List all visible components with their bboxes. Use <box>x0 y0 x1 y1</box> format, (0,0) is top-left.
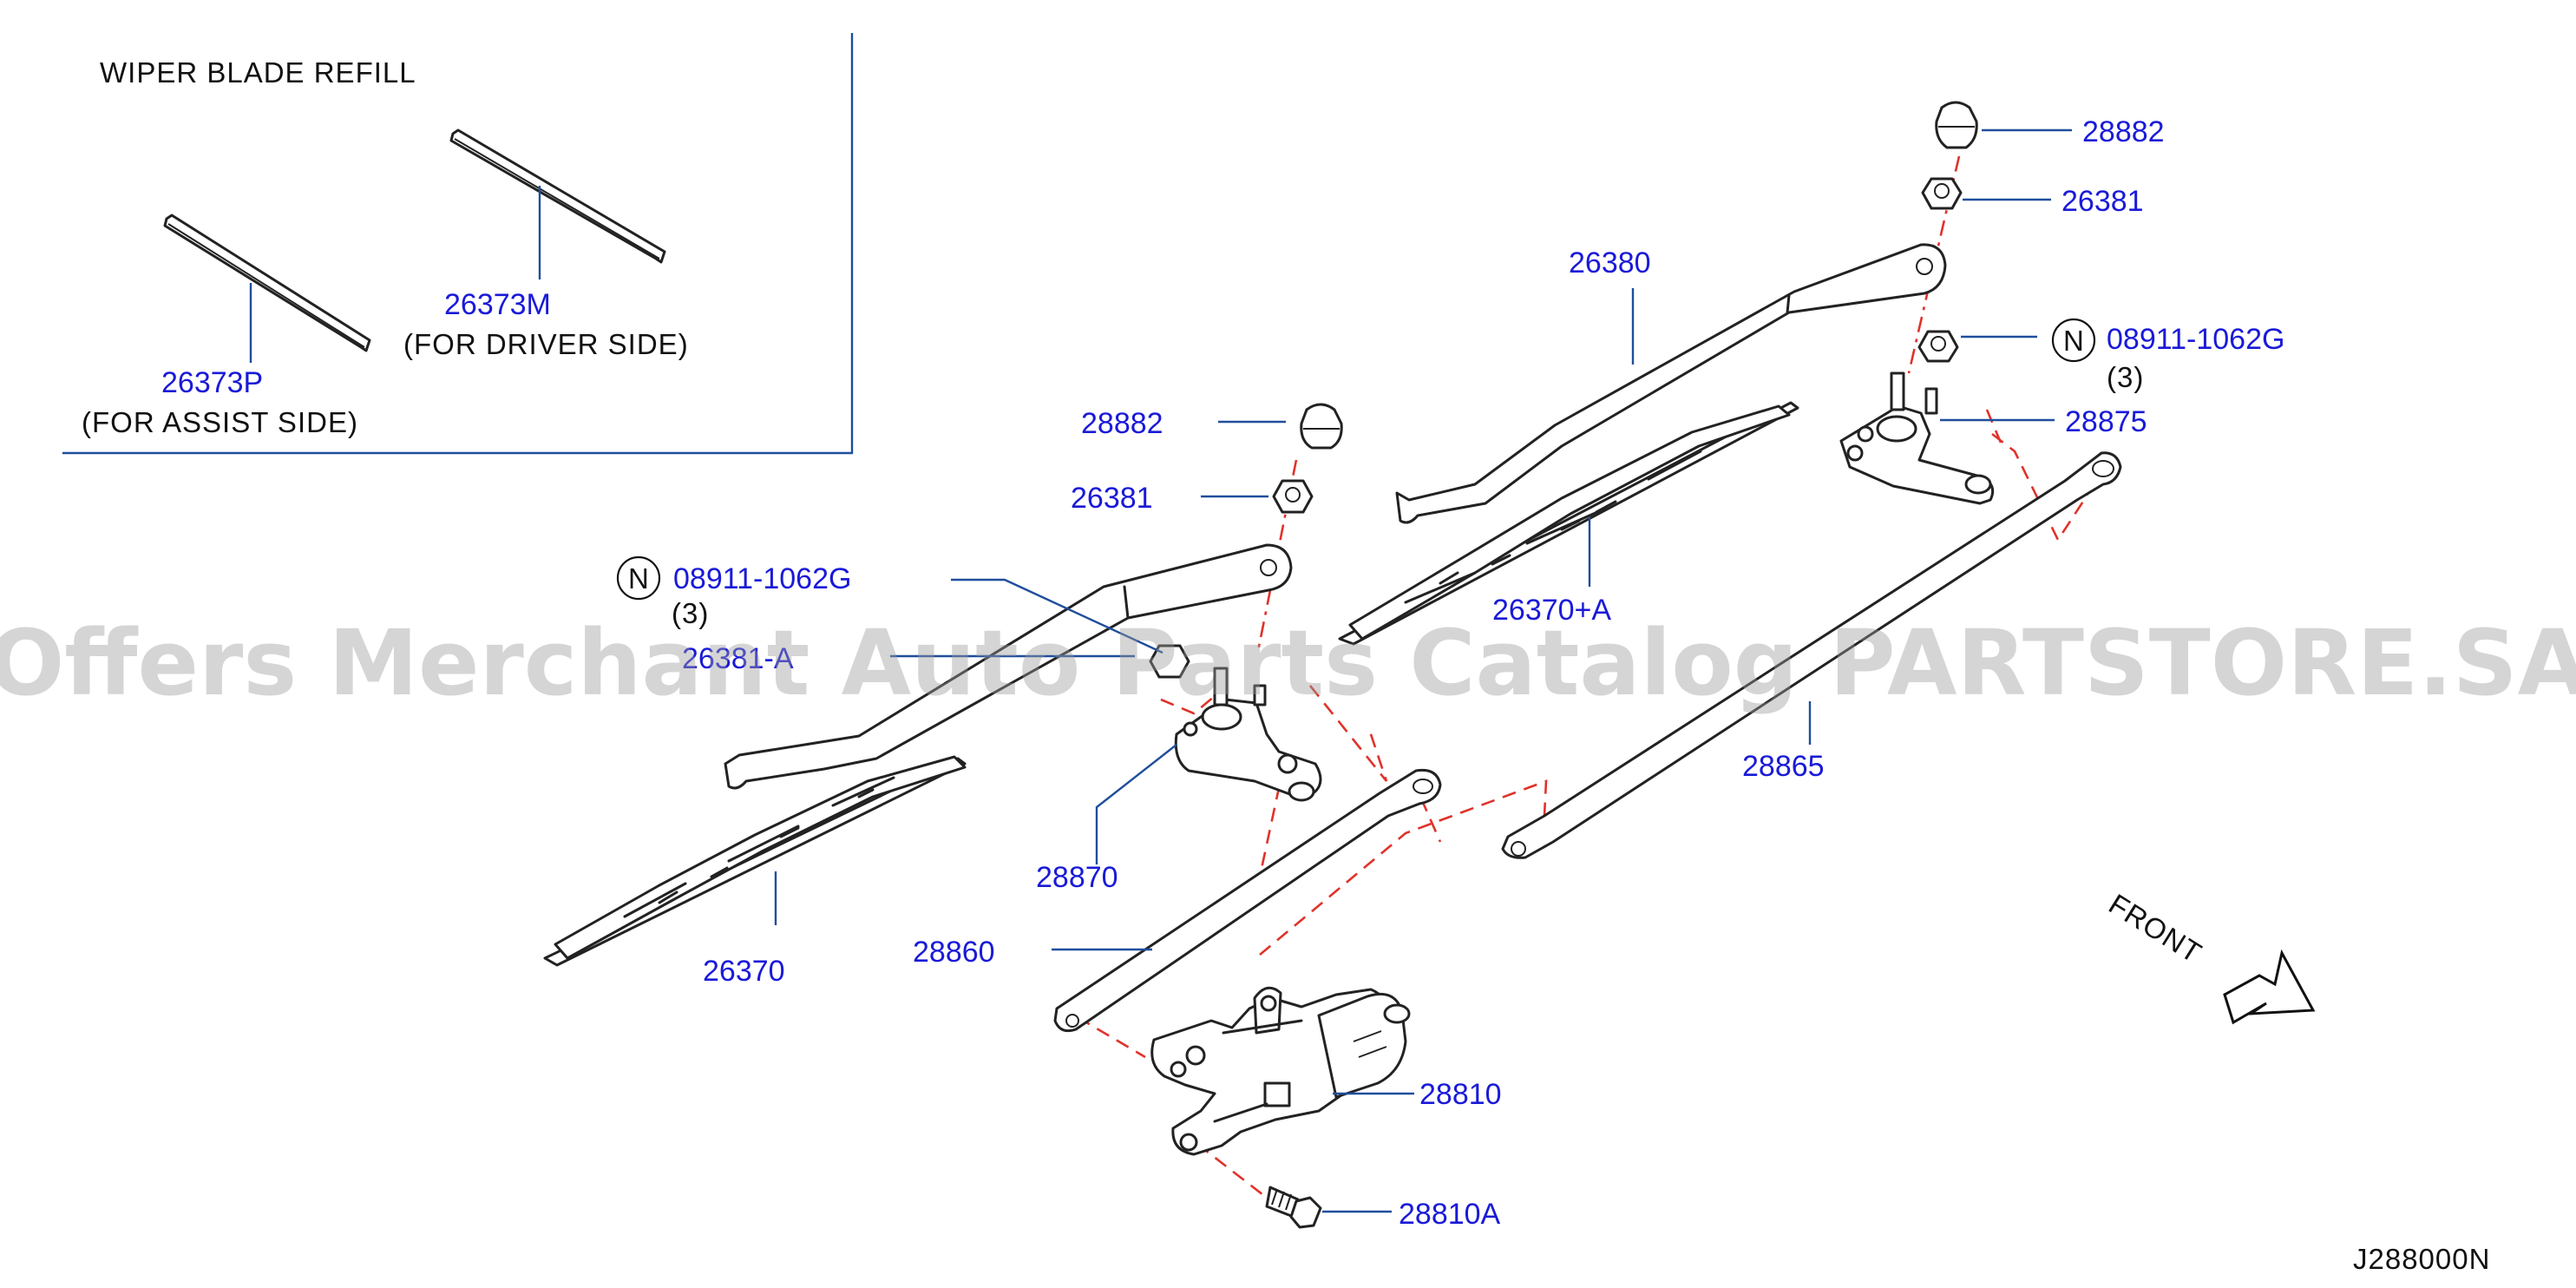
watermark: Offers Merchant Auto Parts Catalog PARTS… <box>0 610 2576 716</box>
n-marker-right <box>2051 318 2096 363</box>
front-label: FRONT <box>2103 888 2207 969</box>
refill-driver-note: (FOR DRIVER SIDE) <box>403 328 689 360</box>
pivot-28875[interactable] <box>1839 371 1995 505</box>
assembly-lines <box>1077 155 2089 1199</box>
refill-inset: WIPER BLADE REFILL 26373M (FOR DRIVER SI… <box>62 33 854 455</box>
nut-08911-right[interactable] <box>1917 330 1959 363</box>
wiper-blade-26370A[interactable] <box>1338 401 1799 646</box>
part-no-08911-left[interactable]: 08911-1062G <box>673 562 851 595</box>
part-no-26370[interactable]: 26370 <box>703 955 785 988</box>
part-no-26373P[interactable]: 26373P <box>161 366 263 399</box>
inset-title: WIPER BLADE REFILL <box>100 56 416 89</box>
cap-28882-right[interactable] <box>1935 101 1978 149</box>
part-no-28865[interactable]: 28865 <box>1742 750 1825 783</box>
part-no-08911-right[interactable]: 08911-1062G <box>2107 323 2284 356</box>
front-indicator: FRONT <box>2103 888 2316 1025</box>
diagram-code: J288000N <box>2353 1243 2490 1275</box>
part-no-28870[interactable]: 28870 <box>1036 861 1118 894</box>
part-no-26370A[interactable]: 26370+A <box>1492 594 1611 627</box>
part-no-26373M[interactable]: 26373M <box>444 288 551 321</box>
part-no-28810A[interactable]: 28810A <box>1399 1198 1501 1231</box>
qty-08911-right: (3) <box>2107 361 2144 393</box>
part-no-28875[interactable]: 28875 <box>2065 405 2147 438</box>
part-no-26381A[interactable]: 26381-A <box>682 642 794 675</box>
refill-assist-note: (FOR ASSIST SIDE) <box>82 406 358 438</box>
wiper-arm-26380[interactable] <box>1395 243 1947 524</box>
front-arrow-icon <box>2223 949 2316 1025</box>
inset-frame <box>62 33 854 455</box>
bolt-28810A[interactable] <box>1265 1186 1322 1229</box>
refill-assist-strip[interactable] <box>163 214 371 352</box>
link-rod-28865[interactable] <box>1501 451 2122 859</box>
part-no-28810[interactable]: 28810 <box>1419 1078 1502 1111</box>
nut-26381-right[interactable] <box>1921 177 1963 210</box>
nut-08911-left[interactable] <box>1149 644 1190 679</box>
wiper-arm-26381A[interactable] <box>724 543 1293 790</box>
part-no-26381-left[interactable]: 26381 <box>1071 482 1153 515</box>
cap-28882-left[interactable] <box>1300 403 1343 450</box>
nut-26381-left[interactable] <box>1272 479 1314 514</box>
wiper-blade-26370[interactable] <box>543 755 967 967</box>
leader-lines <box>774 128 2072 1213</box>
part-no-26380[interactable]: 26380 <box>1569 246 1651 279</box>
n-marker-left <box>616 555 661 601</box>
qty-08911-left: (3) <box>672 597 709 629</box>
part-no-28860[interactable]: 28860 <box>913 936 995 969</box>
part-number-labels: 28882 26381 26380 N 08911-1062G (3) 2887… <box>616 115 2284 1231</box>
pivot-28870[interactable] <box>1174 667 1322 802</box>
link-rod-28860[interactable] <box>1053 768 1442 1033</box>
n-marker-right-label: N <box>2063 325 2085 357</box>
part-no-28882-left[interactable]: 28882 <box>1081 407 1163 440</box>
part-no-28882-right[interactable]: 28882 <box>2082 115 2165 148</box>
part-no-26381-right[interactable]: 26381 <box>2061 185 2144 218</box>
refill-driver-strip[interactable] <box>449 128 666 264</box>
wiper-motor-28810[interactable] <box>1150 986 1411 1156</box>
n-marker-left-label: N <box>628 562 650 595</box>
